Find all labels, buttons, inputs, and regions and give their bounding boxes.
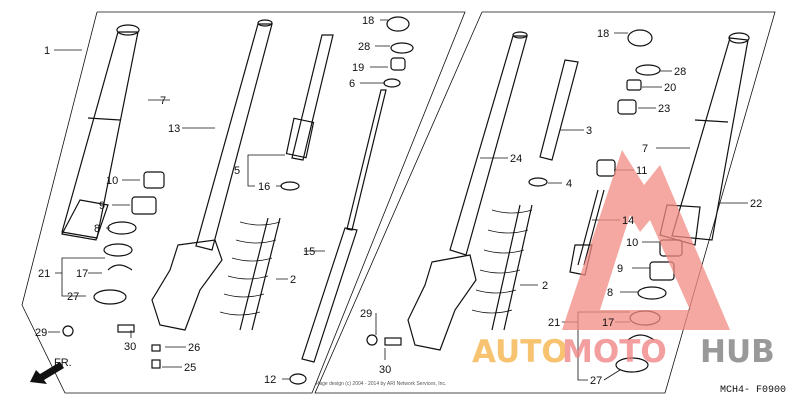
right-callouts: 18 28 20 23 3 24 4 11 14 2 22 7 10 9 8 2… bbox=[360, 28, 762, 387]
callout-13: 13 bbox=[168, 123, 180, 135]
callout-9: 9 bbox=[617, 263, 623, 275]
callout-2: 2 bbox=[290, 274, 296, 286]
spring-left bbox=[219, 217, 281, 331]
callout-22: 22 bbox=[750, 198, 762, 210]
left-callouts: 1 7 13 5 16 10 9 8 21 17 27 2 15 29 30 2… bbox=[35, 15, 374, 386]
callout-14: 14 bbox=[622, 215, 634, 227]
callout-30: 30 bbox=[124, 341, 136, 353]
callout-9: 9 bbox=[99, 200, 105, 212]
callout-27: 27 bbox=[67, 291, 79, 303]
callout-18: 18 bbox=[597, 28, 609, 40]
callout-8: 8 bbox=[607, 287, 613, 299]
slider-left bbox=[151, 19, 273, 331]
callout-2: 2 bbox=[542, 280, 548, 292]
callout-24: 24 bbox=[510, 153, 522, 165]
callout-27: 27 bbox=[590, 375, 602, 387]
callout-15: 15 bbox=[303, 246, 315, 258]
callout-28: 28 bbox=[674, 66, 686, 78]
watermark-auto: AUTO bbox=[472, 334, 568, 370]
callout-21: 21 bbox=[38, 268, 50, 280]
callout-7: 7 bbox=[160, 95, 166, 107]
callout-12: 12 bbox=[264, 374, 276, 386]
callout-25: 25 bbox=[184, 362, 196, 374]
slider-right bbox=[407, 31, 528, 351]
callout-3: 3 bbox=[586, 125, 592, 137]
watermark-hub: HUB bbox=[700, 334, 775, 370]
front-arrow-label: FR. bbox=[54, 357, 72, 369]
callout-8: 8 bbox=[94, 223, 100, 235]
fork-rod-left bbox=[301, 89, 387, 363]
left-panel-border bbox=[21, 11, 466, 394]
outer-tube-left bbox=[61, 24, 140, 241]
damper-rod-left bbox=[285, 34, 334, 161]
callout-11: 11 bbox=[636, 165, 647, 177]
callout-5: 5 bbox=[234, 165, 240, 177]
callout-7: 7 bbox=[642, 143, 648, 155]
callout-10: 10 bbox=[626, 237, 638, 249]
watermark-moto: MOTO bbox=[562, 334, 667, 370]
callout-29: 29 bbox=[360, 308, 372, 320]
front-arrow: FR. bbox=[30, 357, 72, 384]
callout-18: 18 bbox=[362, 15, 374, 27]
callout-28: 28 bbox=[358, 41, 370, 53]
diagram-code: MCH4- F0900 bbox=[720, 385, 786, 396]
callout-17: 17 bbox=[76, 268, 88, 280]
callout-23: 23 bbox=[658, 103, 670, 115]
copyright-text: Page design (c) 2004 - 2014 by ARI Netwo… bbox=[316, 381, 446, 387]
callout-6: 6 bbox=[349, 78, 355, 90]
callout-1: 1 bbox=[44, 45, 50, 57]
callout-4: 4 bbox=[566, 178, 572, 190]
callout-30: 30 bbox=[379, 364, 391, 376]
watermark-logo: AUTO MOTO HUB bbox=[472, 150, 775, 370]
callout-29: 29 bbox=[35, 327, 47, 339]
callout-17: 17 bbox=[602, 317, 614, 329]
right-panel-border bbox=[314, 11, 776, 394]
callout-19: 19 bbox=[352, 62, 364, 74]
callout-20: 20 bbox=[664, 82, 676, 94]
spring-right bbox=[471, 204, 533, 331]
callout-10: 10 bbox=[106, 175, 118, 187]
callout-21: 21 bbox=[548, 317, 560, 329]
callout-26: 26 bbox=[188, 342, 200, 354]
callout-16: 16 bbox=[258, 181, 270, 193]
